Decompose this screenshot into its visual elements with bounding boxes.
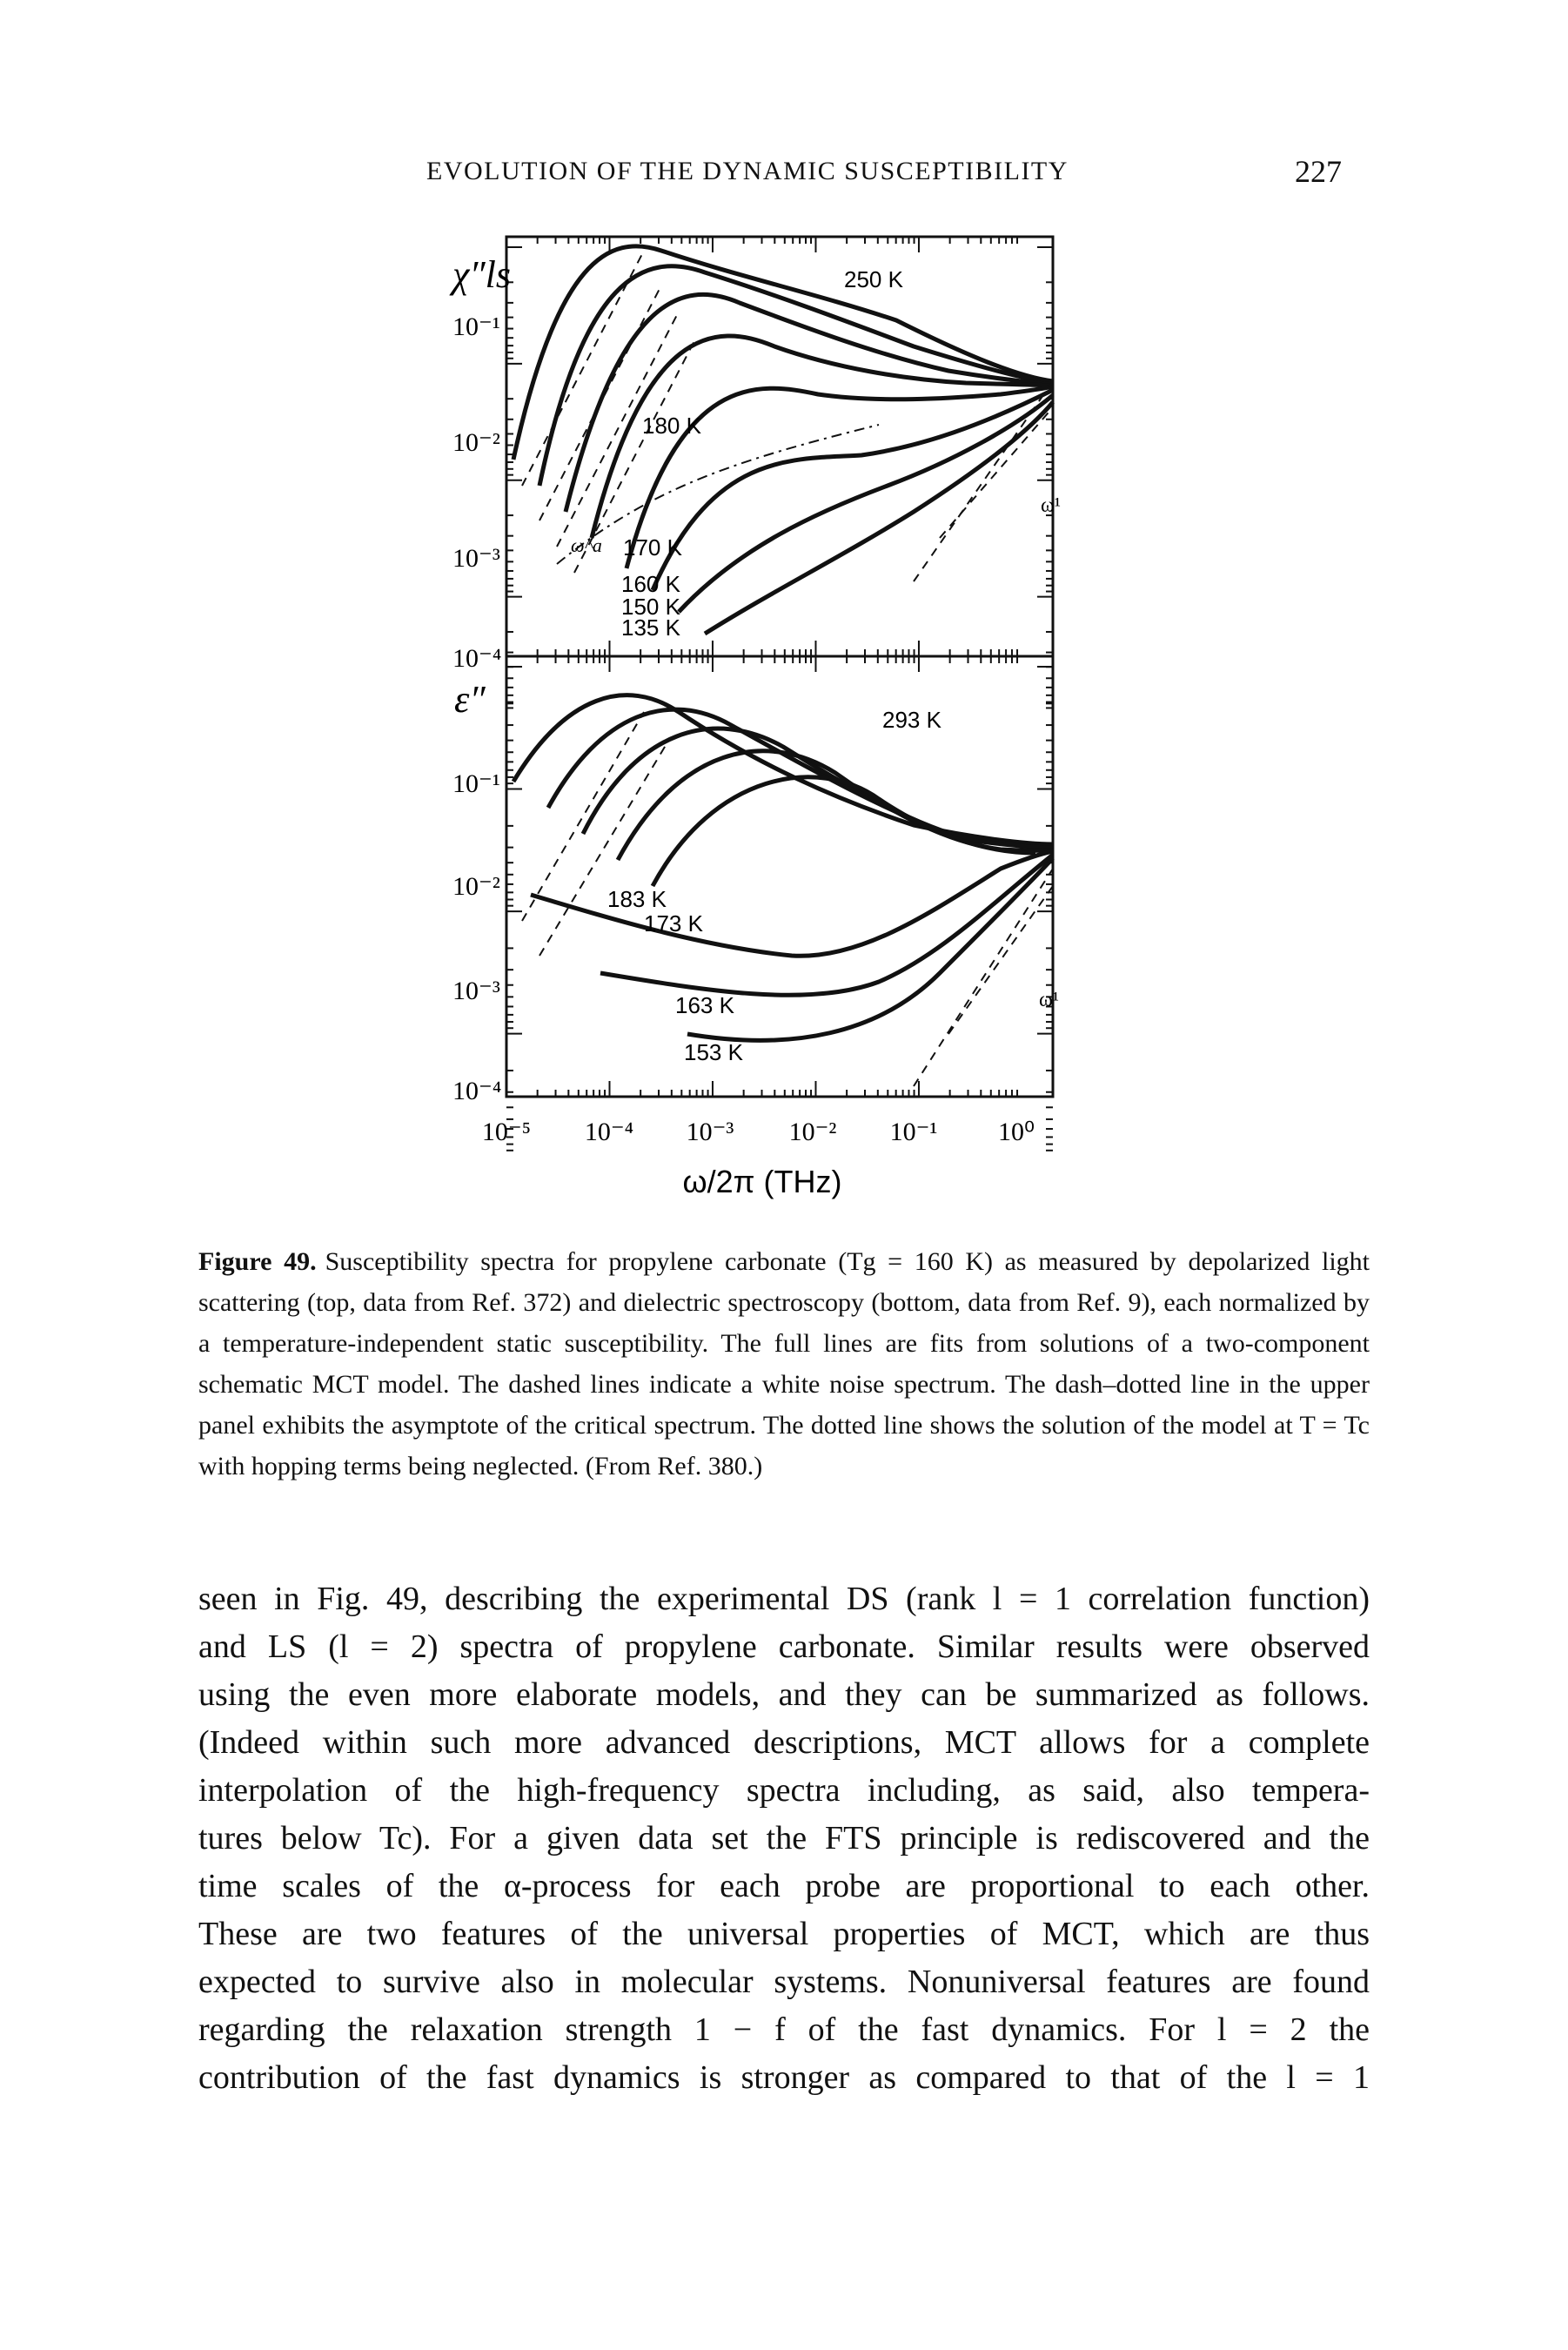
label-170K: 170 K [623, 534, 683, 561]
body-line: These are two features of the universal … [198, 1916, 1370, 1952]
white-noise-line [539, 285, 662, 521]
top-spectrum-curve [511, 244, 1054, 460]
white-noise-line [939, 406, 1054, 539]
label-250K: 250 K [844, 266, 904, 292]
body-line: time scales of the α-process for each pr… [198, 1868, 1370, 1904]
body-text: seen in Fig. 49, describing the experime… [198, 1575, 1370, 2102]
label-293K: 293 K [882, 707, 942, 733]
top-spectrum-curve [589, 333, 1054, 539]
white-noise-line [573, 337, 697, 574]
top-spectrum-curve [563, 292, 1054, 513]
white-noise-line [521, 250, 645, 487]
bottom-spectrum-curve [687, 856, 1055, 1043]
axes-layer [505, 235, 1055, 1152]
top-ytick-1: 10⁻¹ [452, 312, 500, 341]
top-ylabel: χ″ls [449, 253, 511, 296]
annotation-omega-top: ω¹ [1041, 494, 1061, 517]
white-noise-line [913, 868, 1054, 1087]
body-line: tures below Tc). For a given data set th… [198, 1820, 1370, 1856]
critical-asymptote-line [556, 424, 880, 565]
xtick-3: 10⁻³ [687, 1118, 734, 1146]
figure-caption: Figure 49.Susceptibility spectra for pro… [198, 1241, 1370, 1487]
white-noise-line [539, 737, 671, 957]
top-ytick-4: 10⁻⁴ [452, 644, 501, 673]
label-180K: 180 K [642, 413, 702, 439]
xtick-5: 10⁻¹ [890, 1118, 938, 1146]
bottom-spectrum-curve [530, 849, 1054, 958]
body-line: interpolation of the high-frequency spec… [198, 1772, 1370, 1809]
white-noise-line [913, 380, 1054, 582]
white-noise-line [948, 885, 1054, 1035]
running-title: EVOLUTION OF THE DYNAMIC SUSCEPTIBILITY [426, 157, 1069, 185]
top-spectrum-curve [703, 400, 1055, 636]
body-line: expected to survive also in molecular sy… [198, 1964, 1370, 2000]
label-163K: 163 K [675, 992, 735, 1018]
bottom-panel-frame [505, 655, 1055, 1098]
xtick-2: 10⁻⁴ [585, 1118, 633, 1146]
xtick-4: 10⁻² [789, 1118, 837, 1146]
annotation-omega-bottom: ω¹ [1039, 989, 1059, 1011]
body-line: and LS (l = 2) spectra of propylene carb… [198, 1628, 1370, 1665]
bottom-spectrum-curve [511, 693, 1054, 847]
body-line: regarding the relaxation strength 1 − f … [198, 2011, 1370, 2048]
body-line: contribution of the fast dynamics is str… [198, 2059, 1370, 2096]
label-183K: 183 K [607, 886, 667, 912]
top-spectrum-curve [650, 387, 1055, 592]
bottom-ylabel: ε″ [454, 678, 486, 721]
bottom-ytick-3: 10⁻³ [452, 977, 500, 1005]
label-150K: 150 K [621, 594, 681, 620]
body-line: using the even more elaborate models, an… [198, 1676, 1370, 1713]
xlabel: ω/2π (THz) [683, 1164, 842, 1199]
annotation-omega-a: ω^a [571, 534, 602, 556]
top-spectrum-curve [537, 264, 1054, 487]
label-135K: 135 K [621, 614, 681, 641]
figure-49: χ″ls 10⁻¹ 10⁻² 10⁻³ 10⁻⁴ 250 K 180 K 170… [449, 235, 1061, 1199]
top-ytick-3: 10⁻³ [452, 544, 500, 573]
xtick-1: 10⁻⁵ [482, 1118, 531, 1146]
bottom-ytick-1: 10⁻¹ [452, 769, 500, 798]
caption-label: Figure 49. [198, 1247, 317, 1276]
body-line: seen in Fig. 49, describing the experime… [198, 1581, 1370, 1617]
bottom-ytick-4: 10⁻⁴ [452, 1077, 501, 1105]
body-line: (Indeed within such more advanced descri… [198, 1724, 1370, 1761]
top-spectrum-curve [624, 384, 1054, 569]
top-spectrum-curve [677, 393, 1055, 614]
bottom-spectrum-curve [650, 775, 1036, 888]
caption-text: Susceptibility spectra for propylene car… [198, 1247, 1370, 1480]
label-173K: 173 K [644, 910, 704, 937]
bottom-ytick-2: 10⁻² [452, 872, 500, 901]
bottom-spectrum-curve [600, 853, 1055, 997]
white-noise-line [556, 311, 680, 547]
top-ytick-2: 10⁻² [452, 428, 500, 457]
curve-layer [511, 244, 1055, 1087]
label-160K: 160 K [621, 571, 681, 597]
label-153K: 153 K [684, 1039, 744, 1065]
page-number: 227 [1295, 154, 1342, 189]
xtick-6: 10⁰ [998, 1118, 1035, 1146]
